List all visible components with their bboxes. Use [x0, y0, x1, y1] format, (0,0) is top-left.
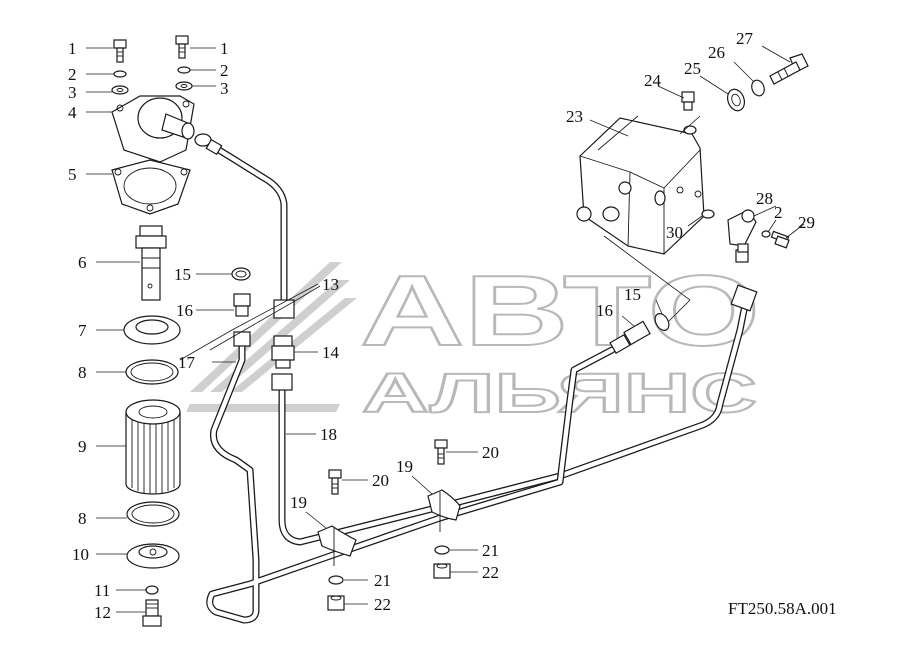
elbow-28 — [727, 209, 757, 253]
o-ring-8-upper — [125, 359, 179, 385]
callout-16-left: 16 — [176, 301, 193, 320]
fitting-24 — [681, 91, 695, 111]
callout-10: 10 — [72, 545, 89, 564]
bolt-27 — [769, 53, 809, 85]
callout-21-left: 21 — [374, 571, 391, 590]
callout-22-right: 22 — [482, 563, 499, 582]
callout-6: 6 — [78, 253, 87, 272]
washer-15-right — [654, 313, 670, 331]
fitting-16-left — [233, 293, 251, 317]
washer-3-left — [111, 85, 129, 95]
tube-18-top-nut — [730, 284, 758, 312]
callout-2-left: 2 — [68, 65, 77, 84]
callout-18: 18 — [320, 425, 337, 444]
washer-2-pump — [761, 230, 771, 238]
callout-22-left: 22 — [374, 595, 391, 614]
callout-15-left: 15 — [174, 265, 191, 284]
bolt-20-left — [328, 469, 342, 495]
bolt-1-right — [175, 35, 189, 59]
callout-1-left: 1 — [68, 39, 77, 58]
callout-2-pump: 2 — [774, 203, 783, 222]
watermark: АВТО АЛЬЯНС — [186, 254, 761, 425]
callout-4: 4 — [68, 103, 77, 122]
nut-22-right — [433, 563, 451, 579]
callout-3-right: 3 — [220, 79, 229, 98]
callout-3-left: 3 — [68, 83, 77, 102]
callout-16-right: 16 — [596, 301, 613, 320]
callout-21-right: 21 — [482, 541, 499, 560]
callout-19-right: 19 — [396, 457, 413, 476]
gasket-5 — [111, 159, 191, 215]
tube-18-nut — [271, 373, 293, 391]
filter-assembly — [111, 35, 195, 627]
callout-9: 9 — [78, 437, 87, 456]
washer-25 — [726, 88, 746, 112]
callout-17: 17 — [178, 353, 196, 372]
callout-8-lower: 8 — [78, 509, 87, 528]
drawing-code: FT250.58A.001 — [728, 599, 837, 618]
callout-14: 14 — [322, 343, 340, 362]
cover-10 — [126, 543, 180, 569]
tubing — [202, 138, 750, 624]
watermark-line-2: АЛЬЯНС — [362, 361, 757, 424]
clamps — [317, 439, 461, 611]
washer-3-right — [175, 81, 193, 91]
filter-head-4 — [111, 95, 195, 163]
plug-12 — [142, 599, 162, 627]
washer-11 — [145, 585, 159, 595]
washer-26 — [751, 79, 765, 97]
callout-8-upper: 8 — [78, 363, 87, 382]
callout-19-left: 19 — [290, 493, 307, 512]
callout-28: 28 — [756, 189, 773, 208]
callout-30: 30 — [666, 223, 683, 242]
o-ring-8-lower — [126, 501, 180, 527]
bolt-20-right — [434, 439, 448, 465]
lock-washer-2-right — [177, 66, 191, 74]
tube-17-nut — [233, 331, 251, 347]
callout-7: 7 — [78, 321, 87, 340]
fitting-14 — [271, 335, 295, 369]
callout-11: 11 — [94, 581, 110, 600]
seal-7 — [123, 315, 181, 345]
bolt-1-left — [113, 39, 127, 63]
fittings — [194, 133, 758, 391]
callout-2-right: 2 — [220, 61, 229, 80]
callout-26: 26 — [708, 43, 725, 62]
watermark-line-1: АВТО — [360, 255, 760, 367]
washer-21-left — [328, 575, 344, 585]
fitting-16-right — [609, 320, 651, 355]
union-nut-13 — [273, 299, 295, 319]
head-tube-nut — [194, 133, 223, 156]
callout-15-right: 15 — [624, 285, 641, 304]
washer-15-left — [231, 267, 251, 281]
pump-assembly — [576, 53, 809, 255]
callout-13: 13 — [322, 275, 339, 294]
leader-lines — [86, 45, 805, 613]
callout-20-right: 20 — [482, 443, 499, 462]
callout-24: 24 — [644, 71, 662, 90]
washer-30 — [701, 209, 715, 219]
clamp-19-left — [317, 525, 357, 566]
nut-22-left — [327, 595, 345, 611]
callout-1-right: 1 — [220, 39, 229, 58]
callout-29: 29 — [798, 213, 815, 232]
callout-25: 25 — [684, 59, 701, 78]
callout-12: 12 — [94, 603, 111, 622]
stud-6 — [135, 225, 167, 301]
callout-23: 23 — [566, 107, 583, 126]
bolt-29 — [770, 230, 790, 249]
filter-element-9 — [125, 399, 181, 495]
lock-washer-2-left — [113, 70, 127, 78]
pump-23 — [576, 115, 705, 255]
callout-labels: 1 2 3 4 5 6 7 8 9 8 10 11 12 1 2 3 15 16… — [68, 29, 815, 622]
callout-20-left: 20 — [372, 471, 389, 490]
washer-21-right — [434, 545, 450, 555]
callout-5: 5 — [68, 165, 77, 184]
clamp-19-right — [427, 489, 461, 532]
callout-27: 27 — [736, 29, 754, 48]
